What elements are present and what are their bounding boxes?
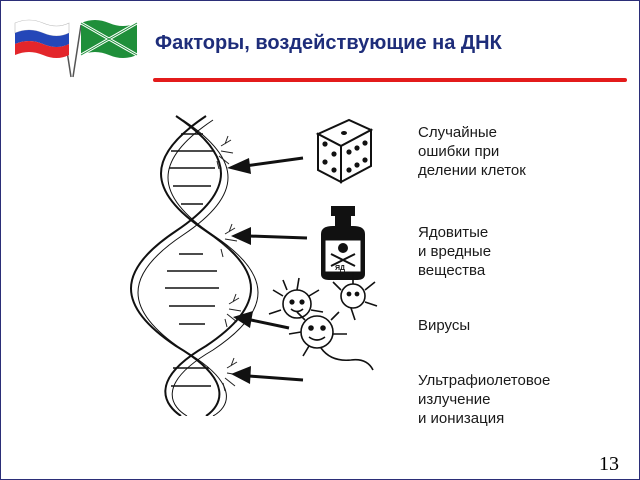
factor-line: делении клеток	[418, 162, 526, 179]
factor-line: излучение	[418, 391, 491, 408]
arrow-icon	[227, 156, 308, 384]
factor-line: ошибки при	[418, 143, 500, 160]
factor-line: вещества	[418, 262, 486, 279]
poison-bottle-icon: ЯД	[321, 206, 365, 280]
factor-line: и ионизация	[418, 410, 505, 427]
factor-line: Случайные	[418, 124, 498, 141]
title-underline	[153, 78, 627, 82]
factor-line: Вирусы	[418, 317, 471, 334]
dice-icon	[315, 118, 374, 184]
factor-label-viruses: Вирусы	[418, 316, 470, 335]
factor-line: Ядовитые	[418, 224, 489, 241]
illustration: ЯД	[130, 115, 378, 416]
poison-label: ЯД	[335, 265, 345, 272]
factor-label-radiation: Ультрафиолетовое излучение и ионизация	[418, 371, 550, 428]
russia-flag-icon	[14, 19, 72, 78]
factor-label-toxic-substances: Ядовитые и вредные вещества	[418, 223, 491, 280]
factor-line: Ультрафиолетовое	[418, 372, 551, 389]
virus-icon	[268, 272, 378, 371]
factor-label-random-errors: Случайные ошибки при делении клеток	[418, 123, 526, 180]
dna-helix-icon	[130, 115, 259, 416]
factor-line: и вредные	[418, 243, 492, 260]
slide-title: Факторы, воздействующие на ДНК	[155, 32, 502, 54]
page-number: 13	[599, 453, 619, 475]
border-guard-flag-icon	[72, 20, 138, 78]
flags	[14, 19, 138, 78]
